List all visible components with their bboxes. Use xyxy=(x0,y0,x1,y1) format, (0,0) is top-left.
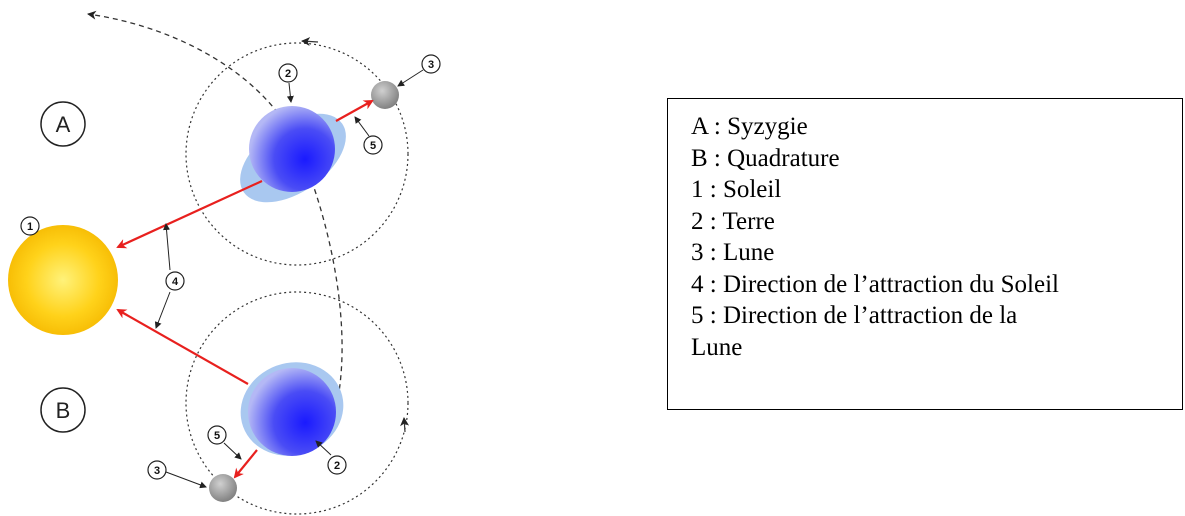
callout-2-b: 2 xyxy=(327,455,347,475)
svg-text:4: 4 xyxy=(172,276,179,288)
scene-label-a: A xyxy=(40,101,86,147)
scene-label-b: B xyxy=(40,387,86,433)
moon-a xyxy=(371,81,399,109)
leader-2-a xyxy=(286,82,294,103)
moon-b xyxy=(209,474,237,502)
legend-item-5-cont: Lune xyxy=(691,333,743,361)
legend-item-3: 3 : Lune xyxy=(691,239,775,266)
earth-orbit-path xyxy=(87,10,343,399)
leader-4-upper xyxy=(163,223,171,271)
leader-4-lower xyxy=(154,291,171,329)
svg-text:1: 1 xyxy=(27,221,33,233)
svg-text:5: 5 xyxy=(214,430,220,442)
callout-4: 4 xyxy=(165,271,185,291)
svg-text:2: 2 xyxy=(334,460,340,472)
sun-attraction-arrow-a xyxy=(116,180,263,249)
scene-b xyxy=(116,291,410,515)
moon-orbit-b-arrow xyxy=(400,417,410,433)
callout-5-b: 5 xyxy=(207,425,227,445)
leader-3-a xyxy=(397,69,424,87)
moon-attraction-arrow-a xyxy=(335,100,374,122)
legend-item-1: 1 : Soleil xyxy=(691,176,782,203)
svg-text:B: B xyxy=(56,398,71,423)
moon-orbit-a xyxy=(185,42,409,266)
moon-orbit-b xyxy=(185,291,409,515)
earth-a xyxy=(249,106,335,192)
legend-box: A : Syzygie B : Quadrature 1 : Soleil 2 … xyxy=(667,98,1183,410)
sun-attraction-arrow-b xyxy=(116,309,249,385)
sun xyxy=(8,225,118,335)
earth-b xyxy=(248,368,336,456)
legend-item-2: 2 : Terre xyxy=(691,207,775,235)
legend-item-b: B : Quadrature xyxy=(691,144,840,172)
callout-1: 1 xyxy=(20,216,40,236)
scene-a xyxy=(116,37,424,266)
svg-text:3: 3 xyxy=(154,465,160,477)
moon-attraction-arrow-b xyxy=(233,449,258,479)
legend-item-4: 4 : Direction de l’attraction du Soleil xyxy=(691,270,1059,298)
callout-2-a: 2 xyxy=(278,63,298,83)
leader-2-b xyxy=(315,440,332,456)
svg-text:5: 5 xyxy=(370,140,376,152)
leader-3-b xyxy=(165,471,207,489)
svg-text:2: 2 xyxy=(285,68,291,80)
leader-5-a xyxy=(354,116,370,137)
svg-text:3: 3 xyxy=(428,59,434,71)
legend-item-a: A : Syzygie xyxy=(691,113,808,140)
callout-5-a: 5 xyxy=(363,135,383,155)
callout-3-a: 3 xyxy=(421,54,441,74)
moon-orbit-a-arrow xyxy=(301,37,319,46)
svg-text:A: A xyxy=(56,112,71,137)
callout-3-b: 3 xyxy=(147,460,167,480)
leader-5-b xyxy=(223,442,242,460)
tides-diagram: A B 1 2 3 5 4 5 3 2 xyxy=(8,10,441,515)
legend-item-5: 5 : Direction de l’attraction de la xyxy=(691,302,1018,329)
